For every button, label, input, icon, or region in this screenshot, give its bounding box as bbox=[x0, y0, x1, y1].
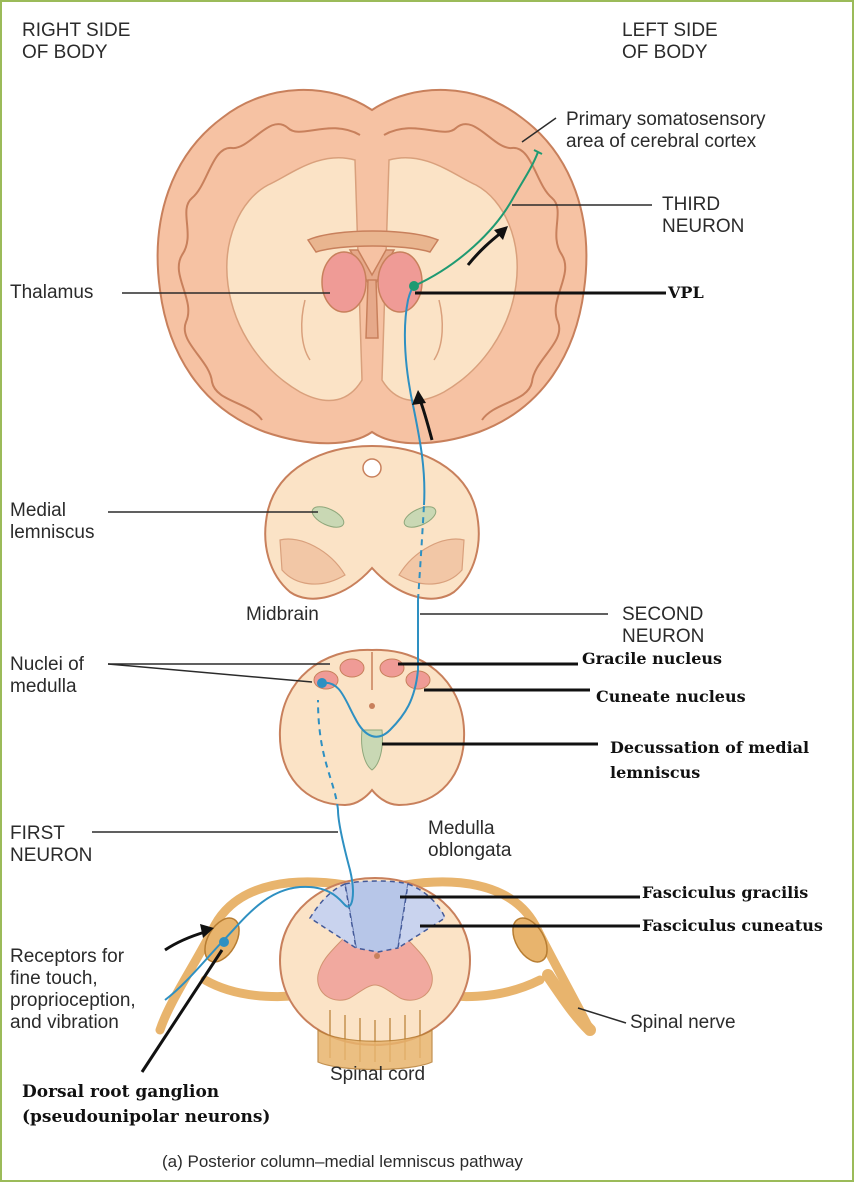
right-side-of-body-label: RIGHT SIDE OF BODY bbox=[22, 20, 130, 64]
third-ventricle bbox=[366, 280, 378, 338]
central-canal-spinal bbox=[374, 953, 380, 959]
nuclei-of-medulla-label: Nuclei of medulla bbox=[10, 654, 84, 698]
third-neuron-label: THIRD NEURON bbox=[662, 194, 744, 238]
fasciculus-gracilis-label: Fasciculus gracilis bbox=[642, 880, 808, 905]
medial-lemniscus-label: Medial lemniscus bbox=[10, 500, 94, 544]
central-canal-medulla bbox=[369, 703, 375, 709]
cerebral-aqueduct bbox=[363, 459, 381, 477]
second-neuron-label: SECOND NEURON bbox=[622, 604, 704, 648]
midbrain-label: Midbrain bbox=[246, 604, 319, 626]
spinal-nerve-label: Spinal nerve bbox=[630, 1012, 736, 1034]
fasciculus-cuneatus-label: Fasciculus cuneatus bbox=[642, 913, 823, 938]
gracile-nucleus-label: Gracile nucleus bbox=[582, 646, 722, 671]
receptors-label: Receptors for fine touch, proprioception… bbox=[10, 946, 136, 1034]
cerebrum-section bbox=[158, 90, 587, 443]
gracile-nucleus-left-side bbox=[380, 659, 404, 677]
figure-caption: (a) Posterior column–medial lemniscus pa… bbox=[162, 1152, 523, 1172]
spinal-cord-label: Spinal cord bbox=[330, 1064, 425, 1086]
dorsal-root-ganglion-label: Dorsal root ganglion (pseudounipolar neu… bbox=[22, 1080, 270, 1130]
thalamus-label: Thalamus bbox=[10, 282, 93, 304]
gracile-nucleus-right-side bbox=[340, 659, 364, 677]
medulla-section bbox=[280, 650, 464, 805]
vpl-label: VPL bbox=[668, 280, 704, 305]
leader-dorsal-root-ganglion bbox=[142, 950, 222, 1072]
first-neuron-cell-body bbox=[219, 937, 229, 947]
decussation-label: Decussation of medial lemniscus bbox=[610, 735, 809, 785]
midbrain-section bbox=[265, 446, 479, 599]
thalamus-right-side bbox=[322, 252, 366, 312]
spinal-cord-section bbox=[160, 878, 590, 1070]
medulla-oblongata-label: Medulla oblongata bbox=[428, 818, 511, 862]
cuneate-nucleus-label: Cuneate nucleus bbox=[596, 684, 746, 709]
left-side-of-body-label: LEFT SIDE OF BODY bbox=[622, 20, 718, 64]
leader-nuclei-of-medulla-b bbox=[108, 664, 312, 682]
cerebrum-outline bbox=[158, 90, 587, 443]
primary-somatosensory-label: Primary somatosensory area of cerebral c… bbox=[566, 109, 766, 153]
first-neuron-label: FIRST NEURON bbox=[10, 823, 92, 867]
